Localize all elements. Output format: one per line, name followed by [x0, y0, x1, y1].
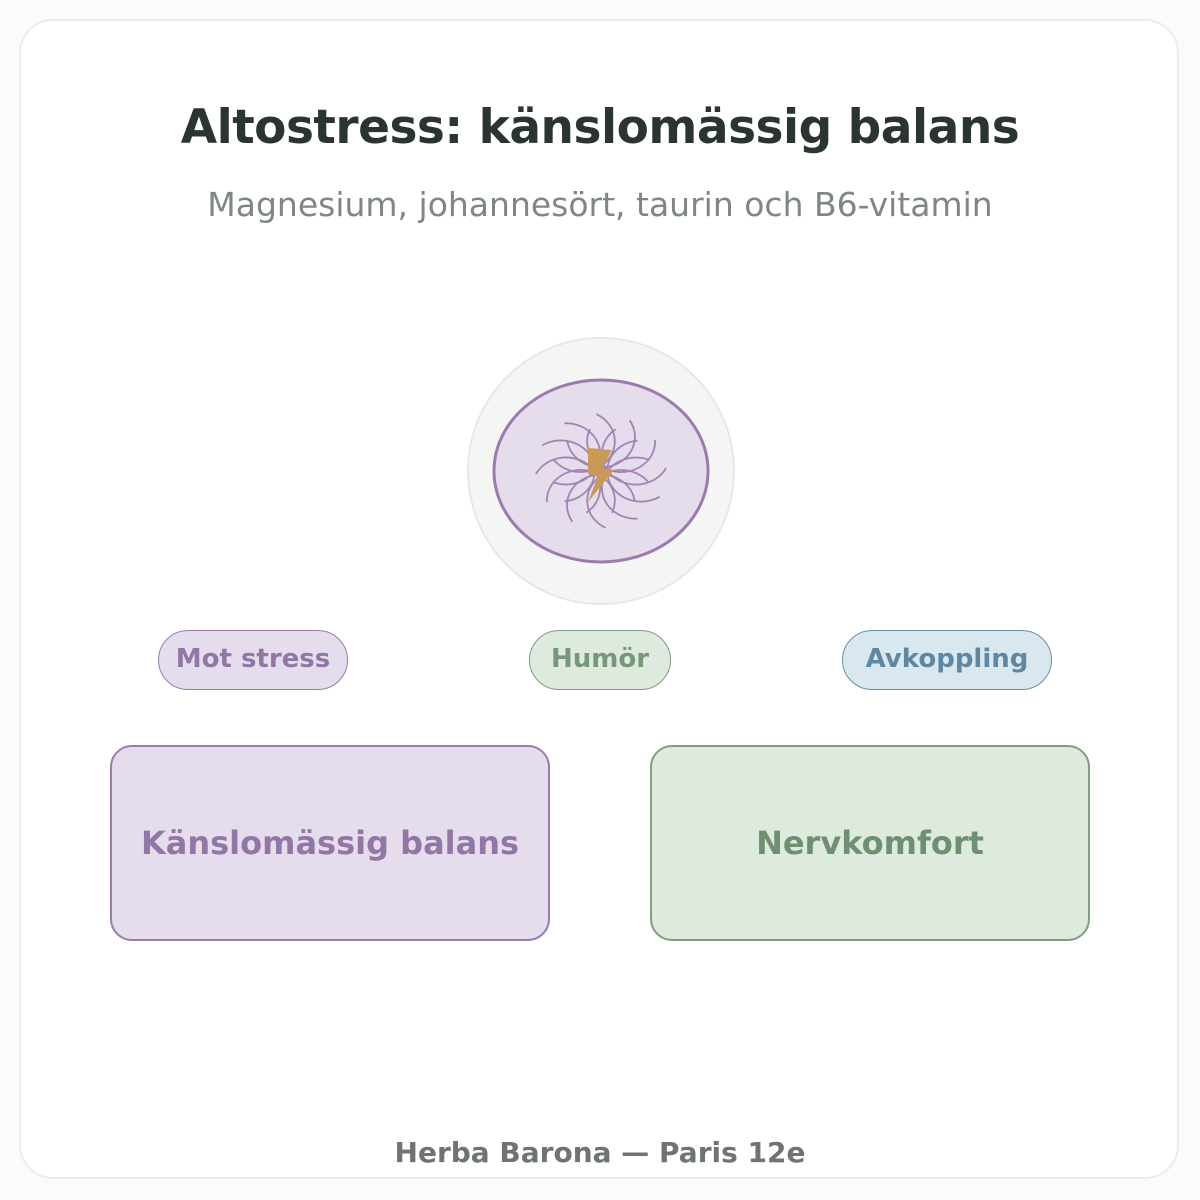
swirl-arc — [566, 419, 636, 469]
page-subtitle: Magnesium, johannesört, taurin och B6-vi… — [207, 185, 993, 224]
lightning-bolt-icon — [588, 448, 614, 502]
tag-anti-stress: Mot stress — [158, 630, 348, 690]
benefit-nerve-comfort-label: Nervkomfort — [756, 824, 984, 862]
swirl-arc — [586, 428, 657, 473]
swirl-arc — [552, 413, 616, 473]
swirl-arc — [600, 428, 667, 486]
calm-emblem — [467, 337, 735, 605]
swirl-arc — [606, 439, 661, 503]
swirl-pattern — [535, 413, 667, 529]
benefit-emotional-balance-label: Känslomässig balans — [140, 824, 520, 862]
benefit-emotional-balance: Känslomässig balans — [110, 745, 550, 941]
benefit-nerve-comfort: Nervkomfort — [650, 745, 1090, 941]
tag-relaxation: Avkoppling — [842, 630, 1052, 690]
footer-brand: Herba Barona — Paris 12e — [394, 1136, 806, 1169]
tag-mood: Humör — [529, 630, 671, 690]
swirl-arc — [586, 469, 650, 529]
page-title: Altostress: känslomässig balans — [180, 100, 1020, 155]
swirl-arc — [545, 469, 616, 514]
